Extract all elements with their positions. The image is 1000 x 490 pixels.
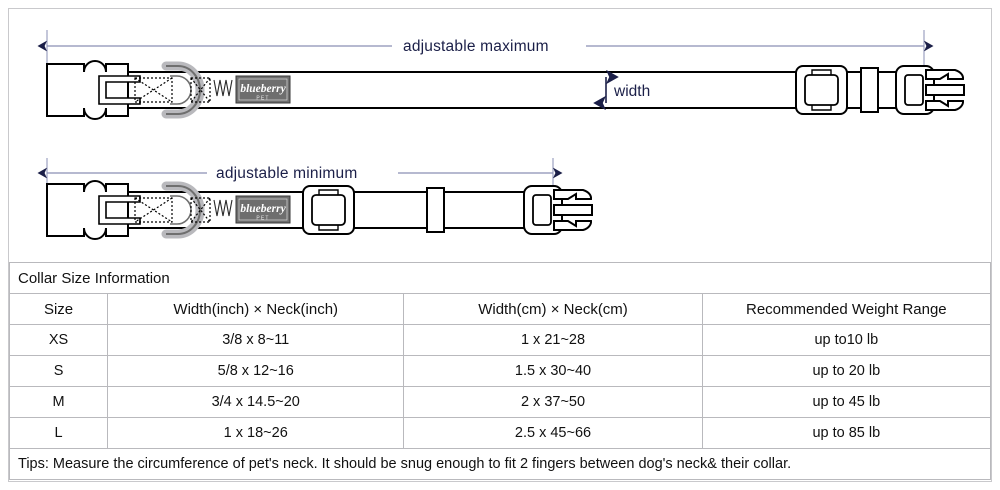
- prong-top: [925, 69, 965, 80]
- diagram-adjustable-maximum: adjustable maximum width: [0, 0, 1000, 150]
- table-header-row: Size Width(inch) × Neck(inch) Width(cm) …: [8, 293, 992, 325]
- cell-weight: up to10 lb: [701, 324, 992, 356]
- stitch-box-2-min: [190, 197, 211, 223]
- width-label: width: [614, 83, 651, 100]
- dimension-label-maximum: adjustable maximum: [403, 38, 549, 55]
- brand-tag-text-min: blueberry: [240, 203, 286, 215]
- keeper-loop-min: [426, 187, 445, 233]
- stitch-box-2: [190, 77, 211, 103]
- prong-middle: [925, 84, 965, 96]
- diagram-minimum-svg: blueberry PET: [37, 158, 593, 240]
- stitch-box-1: [134, 77, 173, 103]
- brand-tag-min: blueberry PET: [235, 195, 291, 224]
- cell-size: L: [8, 417, 109, 449]
- stitch-box-1-min: [134, 197, 173, 223]
- table-row: L 1 x 18~26 2.5 x 45~66 up to 85 lb: [8, 417, 992, 449]
- cell-weight: up to 20 lb: [701, 355, 992, 387]
- table-tips-row: Tips: Measure the circumference of pet's…: [9, 448, 991, 480]
- cell-cm: 1.5 x 30~40: [403, 355, 703, 387]
- collar-diagrams: adjustable maximum width: [0, 0, 1000, 262]
- brand-tag: blueberry PET: [235, 75, 291, 104]
- brand-tag-subtext-min: PET: [256, 216, 269, 222]
- male-buckle-right-min: [523, 185, 593, 235]
- cell-size: S: [8, 355, 109, 387]
- dimension-label-minimum: adjustable minimum: [216, 165, 358, 182]
- cell-size: XS: [8, 324, 109, 356]
- female-buckle-left-min: [46, 180, 141, 240]
- diagram-maximum-svg: blueberry PET: [37, 30, 965, 120]
- column-header-inch: Width(inch) × Neck(inch): [107, 293, 405, 325]
- cell-inch: 1 x 18~26: [107, 417, 405, 449]
- collar-size-table-wrap: Collar Size Information Size Width(inch)…: [8, 262, 992, 482]
- collar-size-table: Collar Size Information Size Width(inch)…: [8, 262, 992, 480]
- cell-size: M: [8, 386, 109, 418]
- prong-middle-min: [553, 204, 593, 216]
- prong-bottom-min: [553, 220, 593, 231]
- column-header-cm: Width(cm) × Neck(cm): [403, 293, 703, 325]
- prong-bottom: [925, 100, 965, 111]
- slider-adjuster: [795, 65, 848, 115]
- female-buckle-left: [46, 60, 141, 120]
- table-row: M 3/4 x 14.5~20 2 x 37~50 up to 45 lb: [8, 386, 992, 418]
- diagram-adjustable-minimum: adjustable minimum: [0, 150, 1000, 262]
- cell-weight: up to 85 lb: [701, 417, 992, 449]
- table-row: XS 3/8 x 8~11 1 x 21~28 up to10 lb: [8, 324, 992, 356]
- slider-adjuster-min: [302, 185, 355, 235]
- zigzag-stitch: [213, 79, 233, 97]
- tips-text: Tips: Measure the circumference of pet's…: [9, 448, 991, 480]
- cell-inch: 5/8 x 12~16: [107, 355, 405, 387]
- cell-cm: 2.5 x 45~66: [403, 417, 703, 449]
- column-header-weight: Recommended Weight Range: [701, 293, 992, 325]
- keeper-loop: [860, 67, 879, 113]
- cell-inch: 3/8 x 8~11: [107, 324, 405, 356]
- brand-tag-subtext: PET: [256, 96, 269, 102]
- cell-weight: up to 45 lb: [701, 386, 992, 418]
- zigzag-stitch-min: [213, 199, 233, 217]
- table-caption: Collar Size Information: [9, 262, 991, 294]
- cell-cm: 1 x 21~28: [403, 324, 703, 356]
- prong-top-min: [553, 189, 593, 200]
- male-buckle-right: [895, 65, 965, 115]
- table-row: S 5/8 x 12~16 1.5 x 30~40 up to 20 lb: [8, 355, 992, 387]
- column-header-size: Size: [8, 293, 109, 325]
- cell-cm: 2 x 37~50: [403, 386, 703, 418]
- strap-webbing: [86, 71, 906, 109]
- table-caption-row: Collar Size Information: [9, 262, 991, 294]
- brand-tag-text: blueberry: [240, 83, 286, 95]
- cell-inch: 3/4 x 14.5~20: [107, 386, 405, 418]
